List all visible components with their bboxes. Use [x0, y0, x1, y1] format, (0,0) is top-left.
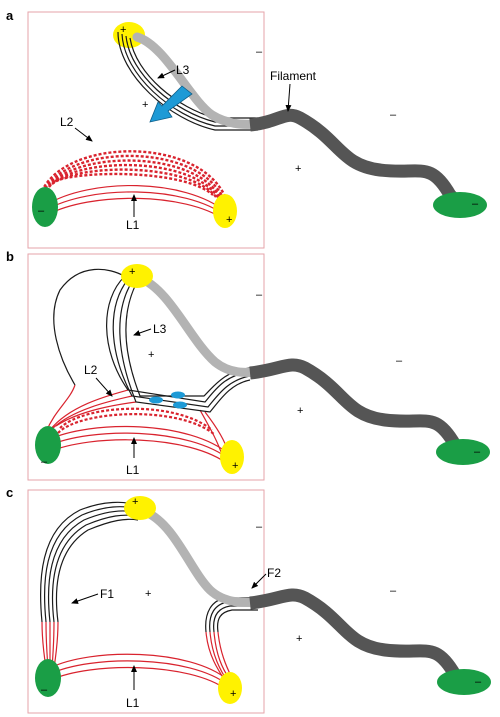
filament-light-segment	[141, 507, 267, 608]
label-l3: L3	[176, 63, 190, 77]
minus-sign: –	[472, 198, 479, 210]
filament	[249, 588, 467, 687]
minus-sign: –	[256, 46, 263, 58]
plus-sign: +	[145, 588, 151, 600]
l1-field-lines	[47, 425, 231, 466]
minus-sign: –	[38, 205, 45, 217]
label-l1: L1	[126, 463, 140, 477]
positive-footpoint-top	[121, 264, 153, 288]
plus-sign: +	[230, 688, 236, 700]
label-l3-arrow	[157, 69, 176, 79]
l2-field-lines	[57, 407, 216, 436]
plus-sign: +	[296, 633, 302, 645]
plus-sign: +	[232, 460, 238, 472]
label-f2-arrow	[251, 573, 267, 589]
negative-footpoint	[35, 659, 61, 697]
minus-sign: –	[475, 676, 482, 688]
panel-b: b	[6, 249, 490, 481]
filament-light-segment	[135, 273, 267, 378]
positive-footpoint	[218, 672, 242, 704]
label-l2-arrow	[74, 127, 93, 142]
negative-footpoint-outer	[437, 669, 491, 695]
label-l3-arrow	[133, 328, 152, 336]
l3-field-lines	[106, 275, 251, 413]
panel-c: c	[6, 485, 491, 714]
panel-a-letter: a	[6, 8, 14, 23]
minus-sign: –	[256, 289, 263, 301]
label-f1-arrow	[71, 593, 99, 604]
l1-field-lines	[45, 184, 227, 221]
minus-sign: –	[390, 109, 397, 121]
panel-b-letter: b	[6, 249, 14, 264]
plus-sign: +	[226, 214, 232, 226]
label-f1: F1	[100, 587, 114, 601]
positive-footpoint-top	[124, 496, 156, 520]
plus-sign: +	[148, 349, 154, 361]
label-l3: L3	[153, 322, 167, 336]
panel-a: a – + +	[6, 8, 487, 249]
label-f2: F2	[267, 566, 281, 580]
plus-sign: +	[142, 99, 148, 111]
negative-footpoint	[35, 426, 61, 464]
panel-c-letter: c	[6, 485, 13, 500]
negative-footpoint-outer	[436, 439, 490, 465]
panel-a-frame	[27, 11, 265, 249]
minus-sign: –	[474, 446, 481, 458]
plus-sign: +	[132, 496, 138, 508]
positive-footpoint	[213, 194, 237, 228]
plus-sign: +	[297, 405, 303, 417]
f1-field-lines	[40, 501, 139, 669]
minus-sign: –	[41, 684, 48, 696]
filament-light-segment	[132, 32, 267, 129]
plus-sign: +	[295, 163, 301, 175]
filament	[249, 108, 465, 210]
minus-sign: –	[390, 585, 397, 597]
label-l2: L2	[84, 363, 98, 377]
motion-arrow-icon	[149, 85, 193, 123]
reconnection-sites	[149, 391, 187, 409]
plus-sign: +	[120, 24, 126, 36]
minus-sign: –	[41, 456, 48, 468]
label-l2-arrow	[95, 377, 113, 397]
label-l1: L1	[126, 218, 140, 232]
l1-field-lines	[49, 653, 229, 691]
label-l1: L1	[126, 696, 140, 710]
minus-sign: –	[256, 521, 263, 533]
minus-sign: –	[396, 355, 403, 367]
l2-field-lines	[38, 150, 230, 206]
label-filament: Filament	[270, 69, 317, 83]
label-l2: L2	[60, 115, 74, 129]
negative-footpoint-outer	[433, 192, 487, 218]
filament	[249, 358, 467, 457]
negative-footpoint	[32, 187, 58, 227]
label-filament-arrow	[285, 83, 292, 112]
plus-sign: +	[129, 266, 135, 278]
positive-footpoint	[220, 440, 244, 474]
outer-field-line	[53, 268, 125, 386]
f2-field-lines	[205, 597, 258, 683]
